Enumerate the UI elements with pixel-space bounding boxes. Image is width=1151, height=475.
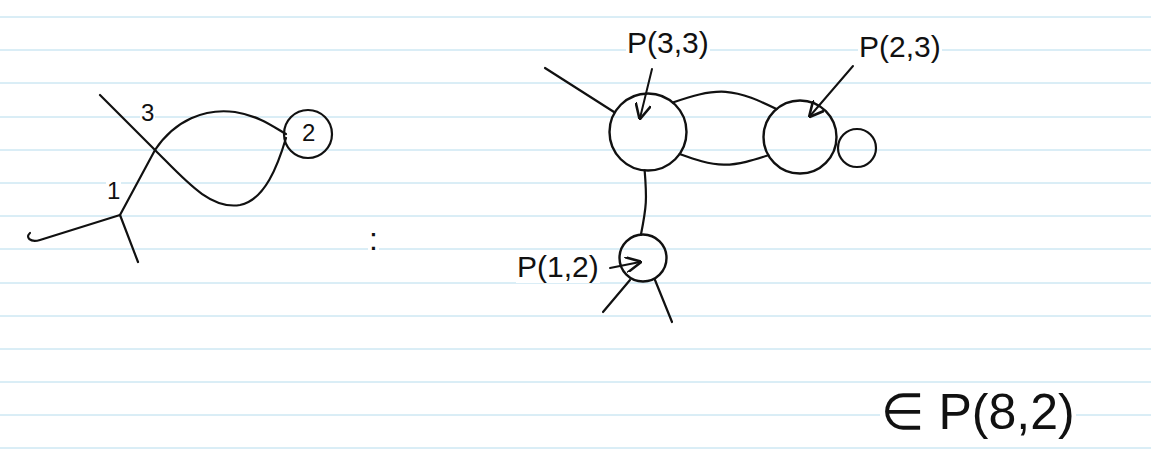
note-text: : [368, 222, 379, 257]
vertex-label: P(3,3) [626, 26, 710, 59]
crossing-number: 2 [301, 120, 316, 146]
knot-sketch [28, 95, 332, 262]
graph-edge [641, 170, 646, 234]
vertex-label: P(1,2) [516, 250, 600, 283]
vertex-outline [764, 101, 837, 174]
graph-vertex: P(2,3) [762, 99, 838, 175]
vertex-circle [618, 233, 668, 283]
graph-edge [680, 154, 769, 165]
vertex-circle [608, 92, 688, 172]
note-text: ∈ P(8,2) [880, 385, 1076, 440]
vertex-label: P(2,3) [858, 30, 942, 63]
vertex-circle [762, 99, 838, 175]
leader-arrows [610, 66, 853, 268]
graph-vertex: P(3,3) [608, 92, 688, 172]
graph-vertex: P(1,2) [618, 233, 668, 283]
vertex-outline [620, 235, 667, 282]
crossing-number: 3 [140, 100, 155, 126]
ruled-lines [0, 17, 1151, 448]
graph-extras [545, 68, 876, 322]
crossing-number: 1 [106, 178, 121, 204]
vertex-outline [610, 94, 687, 171]
graph-edge [673, 92, 777, 109]
